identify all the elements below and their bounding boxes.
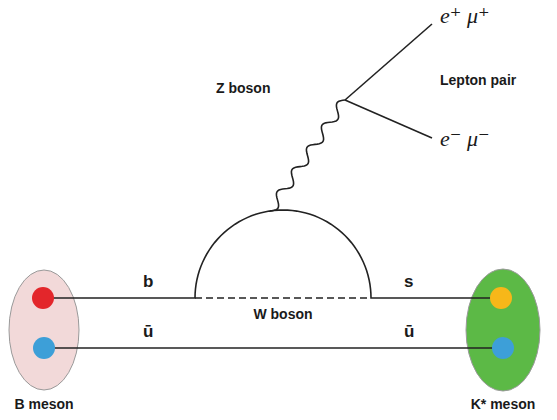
- meson-name: B meson: [14, 396, 73, 413]
- ellipse-shape: [464, 268, 542, 392]
- quark-label: ū: [404, 322, 414, 342]
- lepton-symbols: e⁻ μ⁻: [440, 127, 490, 151]
- quark-dot: [492, 337, 514, 359]
- meson-ellipse: K* meson: [464, 268, 542, 415]
- lepton-line: [345, 24, 432, 100]
- quark-dot: [490, 287, 512, 309]
- lepton-line: [345, 100, 432, 138]
- quark-line: [82, 347, 464, 349]
- lepton-pair-label: Lepton pair: [440, 72, 516, 89]
- meson-outline: [9, 270, 79, 390]
- quark-label: s: [404, 272, 413, 292]
- quark-dot: [32, 287, 54, 309]
- w-boson-line: [195, 297, 371, 299]
- ellipse-shape: [6, 268, 82, 392]
- meson-ellipse: B meson: [6, 268, 82, 415]
- quark-dot: [33, 337, 55, 359]
- meson-outline: [466, 269, 540, 391]
- node-text-row: B meson: [6, 396, 82, 413]
- boson-label: W boson: [253, 306, 312, 323]
- quark-label: b: [143, 272, 153, 292]
- node-text-row: K* meson: [464, 396, 542, 413]
- z-boson-wave: [270, 100, 345, 211]
- quark-line: [82, 210, 464, 298]
- lepton-symbols: e⁺ μ⁺: [440, 4, 490, 28]
- meson-name: K* meson: [471, 396, 536, 413]
- quark-label: ū: [143, 322, 153, 342]
- boson-label: Z boson: [216, 80, 270, 97]
